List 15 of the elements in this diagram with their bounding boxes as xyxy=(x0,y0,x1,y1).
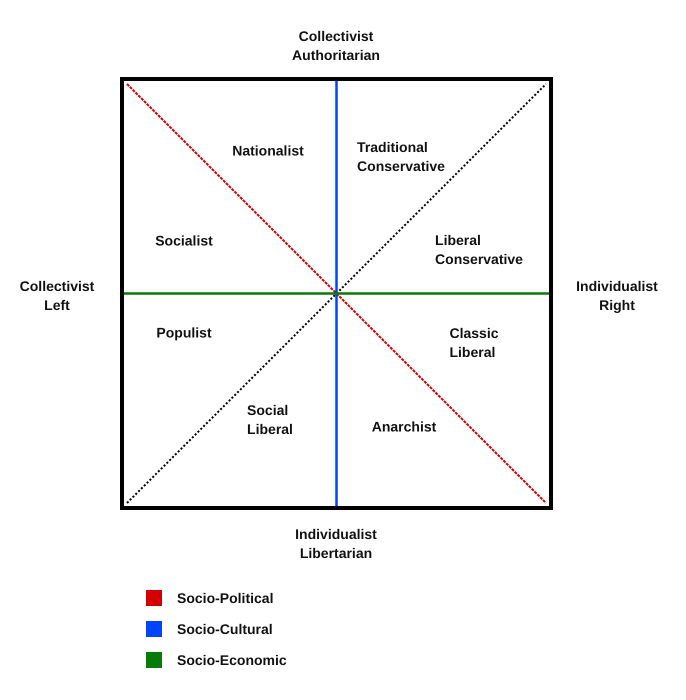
region-label: Classic Liberal xyxy=(449,324,499,362)
region-label: Nationalist xyxy=(232,142,304,160)
region-label: Liberal Conservative xyxy=(435,231,523,269)
legend-label: Socio-Political xyxy=(177,589,274,608)
region-label: Socialist xyxy=(155,232,213,250)
axis-label: Individualist Libertarian xyxy=(295,525,377,563)
legend-label: Socio-Economic xyxy=(177,651,287,670)
region-label: Traditional Conservative xyxy=(357,138,445,176)
region-label: Social Liberal xyxy=(247,401,293,439)
region-label: Populist xyxy=(156,324,212,342)
legend-label: Socio-Cultural xyxy=(177,620,273,639)
region-label: Anarchist xyxy=(372,418,436,436)
axis-label: Collectivist Authoritarian xyxy=(292,27,380,65)
axis-label: Individualist Right xyxy=(576,277,658,315)
axis-label: Collectivist Left xyxy=(20,277,94,315)
